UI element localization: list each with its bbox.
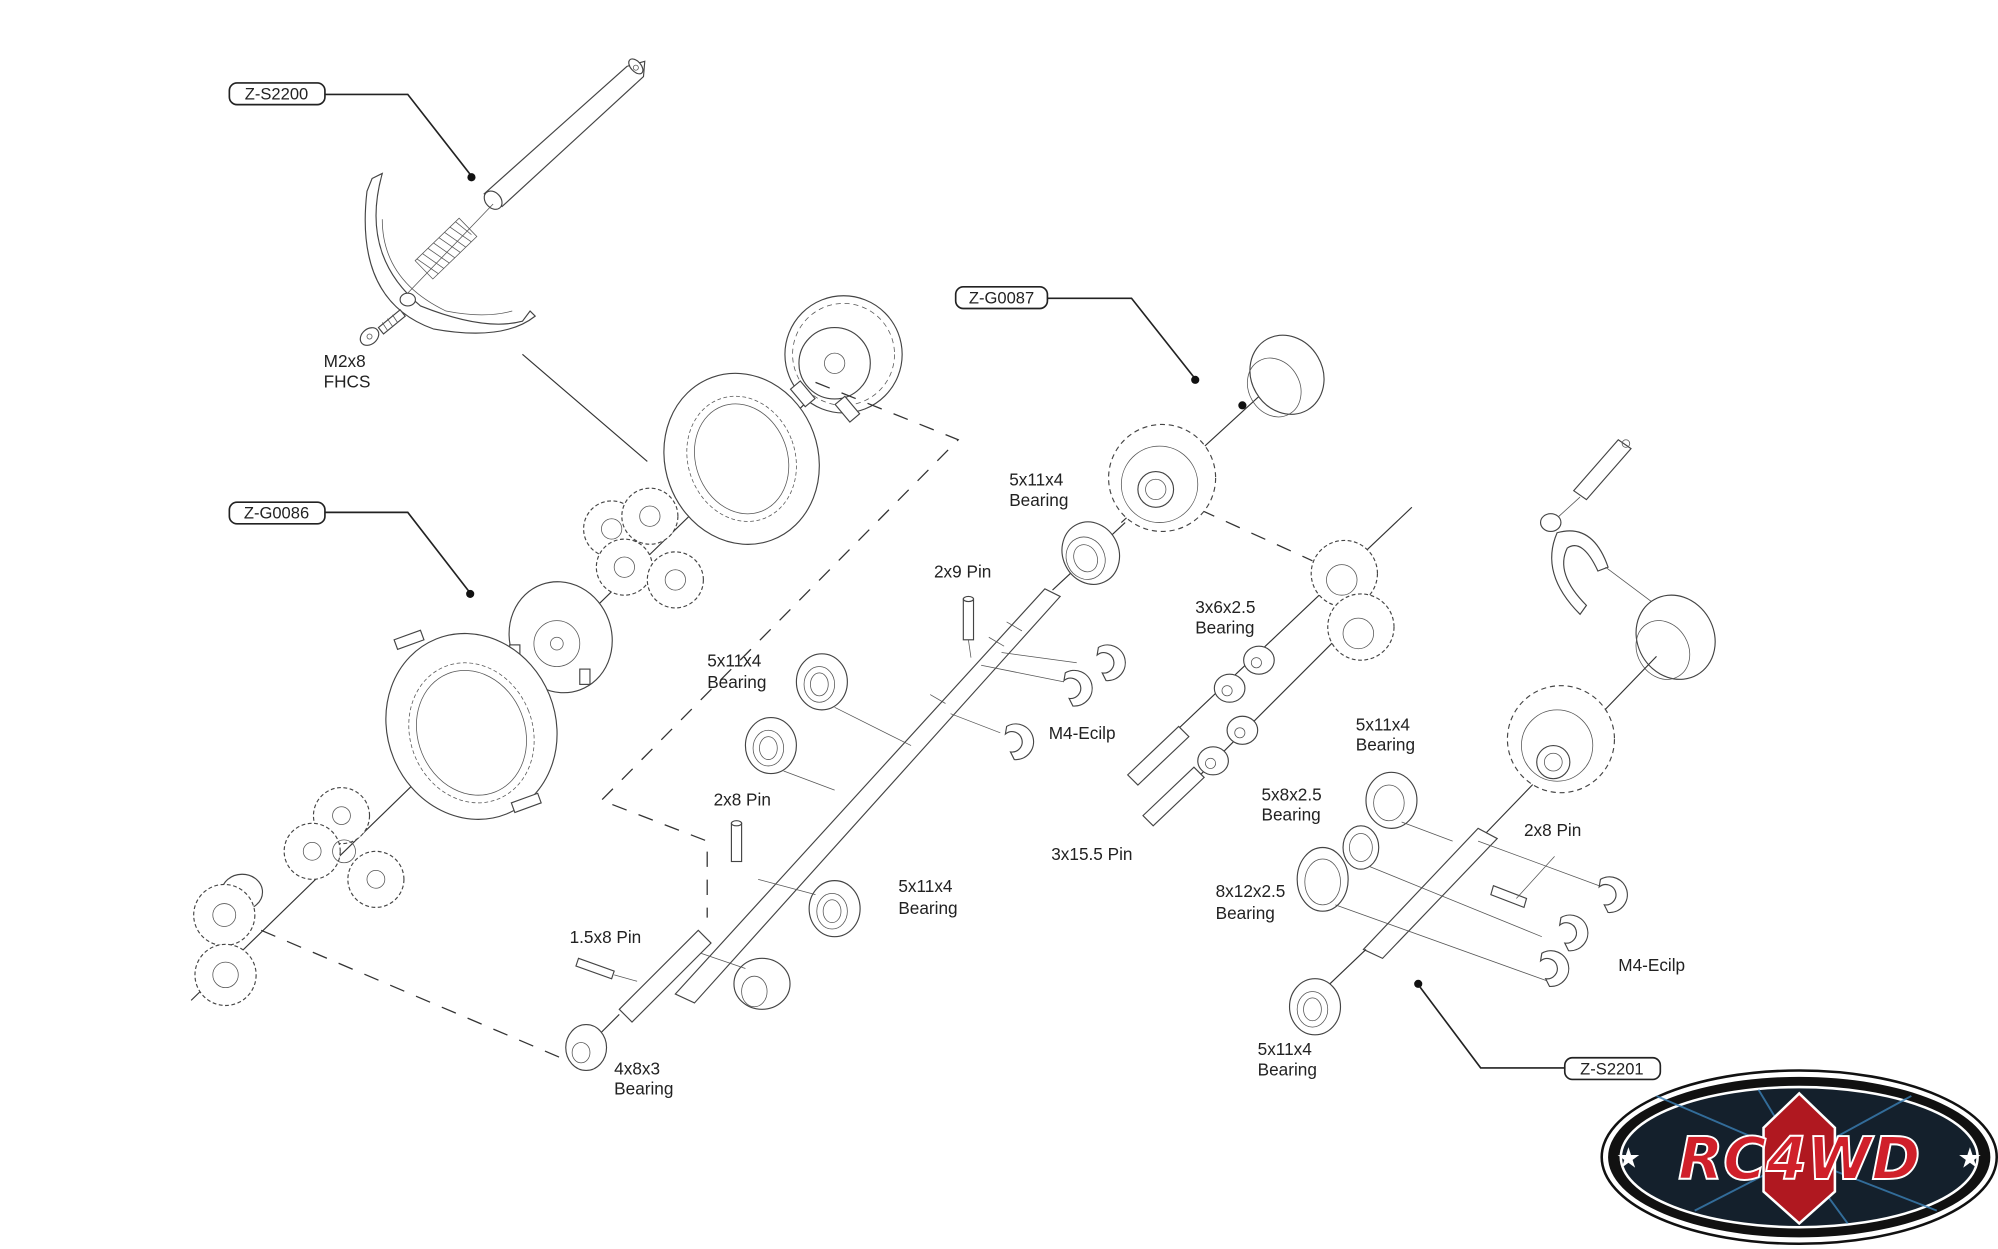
main-shaft-assembly	[565, 521, 1126, 1072]
bearing-5x11x4-mid-b	[744, 716, 835, 791]
label-bearing-top-size: 5x11x4	[1009, 470, 1064, 490]
label-m4-eclip-center: M4-Ecilp	[1049, 723, 1116, 743]
planet-gears-upper	[583, 487, 704, 609]
bearing-8x12x2-5	[1296, 846, 1549, 982]
pin-2x8-right	[1490, 856, 1555, 909]
svg-text:Z-S2201: Z-S2201	[1580, 1059, 1643, 1078]
leader-dot	[1191, 375, 1200, 384]
bearing-4x8x3	[565, 1024, 608, 1072]
star-icon-left: ★	[1616, 1142, 1641, 1173]
dog-clutch-top	[1247, 334, 1325, 418]
part-tag-z-g0086[interactable]: Z-G0086	[228, 501, 475, 598]
label-bearing-4x8x3: Bearing	[614, 1079, 673, 1099]
label-bearing-8x12x2-5: Bearing	[1216, 903, 1275, 923]
bearing-5x11x4-low	[758, 878, 861, 938]
pin-2x9	[962, 595, 975, 658]
planet-gears-lower	[283, 787, 405, 908]
dog-clutch-right	[1635, 594, 1716, 680]
m2x8-screw	[359, 292, 416, 346]
carrier-gear-top	[784, 295, 903, 423]
spur-gear-right	[1506, 685, 1616, 794]
svg-text:Z-G0086: Z-G0086	[244, 504, 309, 523]
svg-text:Z-S2200: Z-S2200	[245, 85, 308, 104]
output-gear-assembly	[1108, 334, 1325, 533]
shift-fork-right	[1539, 513, 1657, 616]
label-bearing-low: Bearing	[898, 898, 957, 918]
rc4wd-logo: RC4WD ★ ★	[1600, 1069, 1998, 1246]
spur-gear-top	[1108, 423, 1217, 533]
pins-3x15-5	[1126, 725, 1205, 827]
label-m4-eclip-right: M4-Ecilp	[1618, 955, 1685, 975]
part-tag-z-g0087[interactable]: Z-G0087	[954, 285, 1200, 384]
label-bearing-mid-size: 5x11x4	[707, 651, 762, 671]
e-clips-right	[1477, 840, 1628, 987]
leader-dot	[467, 173, 476, 182]
shift-rod	[483, 58, 646, 210]
label-pin-3x15-5: 3x15.5 Pin	[1051, 844, 1132, 864]
part-labels: 5x11x4 Bearing 2x9 Pin 5x11x4 Bearing M4…	[570, 470, 1686, 1099]
label-pin-2x9: 2x9 Pin	[934, 561, 991, 581]
bearing-5x11x4-mid-a	[795, 653, 912, 746]
label-pin-2x8-center: 2x8 Pin	[714, 789, 771, 809]
part-tag-z-s2201[interactable]: Z-S2201	[1414, 979, 1662, 1081]
label-bearing-8x12x2-5-size: 8x12x2.5	[1216, 881, 1286, 901]
label-bearing-low-size: 5x11x4	[898, 876, 953, 896]
label-pin-1-5x8: 1.5x8 Pin	[570, 927, 642, 947]
sun-gears	[193, 873, 264, 1007]
label-bearing-3x6x2-5: Bearing	[1195, 617, 1254, 637]
label-bearing-bottom: Bearing	[1258, 1060, 1317, 1080]
star-icon-right: ★	[1957, 1142, 1982, 1173]
label-fhcs: FHCS	[324, 371, 371, 391]
e-clips-center	[950, 644, 1126, 761]
label-bearing-top: Bearing	[1009, 490, 1068, 510]
planetary-assembly	[190, 295, 903, 1007]
shift-assembly-right	[1288, 438, 1716, 1036]
label-m2x8: M2x8	[324, 351, 366, 371]
label-bearing-4x8x3-size: 4x8x3	[614, 1058, 660, 1078]
pin-2x8-center	[730, 820, 743, 863]
bearing-5x8x2-5	[1342, 825, 1542, 938]
idler-assembly	[1126, 506, 1413, 827]
label-bearing-right: Bearing	[1356, 735, 1415, 755]
bushing-spacer	[700, 952, 791, 1010]
detent-spring	[404, 203, 494, 297]
bearing-5x11x4-right	[1365, 771, 1453, 842]
part-tag-z-s2200[interactable]: Z-S2200	[228, 82, 476, 182]
label-bearing-mid: Bearing	[707, 672, 766, 692]
shift-rod-right	[1551, 438, 1632, 523]
svg-text:Z-G0087: Z-G0087	[969, 288, 1034, 307]
leader-dot	[466, 589, 475, 598]
shift-fork	[364, 172, 537, 334]
ring-gear	[385, 629, 558, 820]
leader-dot	[1414, 979, 1423, 988]
label-bearing-5x8x2-5-size: 5x8x2.5	[1261, 784, 1321, 804]
label-bearing-bottom-size: 5x11x4	[1258, 1039, 1313, 1059]
label-bearing-5x8x2-5: Bearing	[1261, 805, 1320, 825]
shift-rod-assembly-left: M2x8 FHCS	[324, 58, 646, 391]
bearings-3x6x2-5	[1197, 645, 1275, 776]
bearing-5x11x4-bottom	[1288, 978, 1342, 1036]
label-bearing-3x6x2-5-size: 3x6x2.5	[1195, 597, 1255, 617]
bearing-5x11x4-top	[1061, 521, 1121, 585]
label-pin-2x8-right: 2x8 Pin	[1524, 820, 1581, 840]
grouping-dashed-lines	[260, 381, 1313, 1059]
logo-text: RC4WD	[1678, 1125, 1920, 1193]
gear-housing	[663, 372, 820, 545]
label-bearing-right-size: 5x11x4	[1356, 714, 1411, 734]
idler-gear-b	[1327, 593, 1395, 661]
pin-1-5x8	[575, 957, 638, 982]
